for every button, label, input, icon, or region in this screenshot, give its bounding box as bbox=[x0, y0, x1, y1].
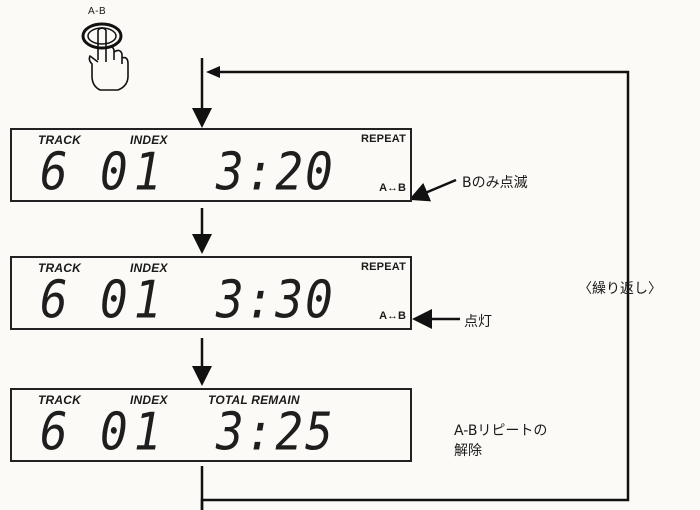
repeat-loop-label: 〈繰り返し〉 bbox=[578, 281, 662, 297]
note-ab-release-line2: 解除 bbox=[454, 443, 482, 459]
track-label: TRACK bbox=[38, 133, 81, 147]
pointer-arrow-blink bbox=[408, 178, 457, 202]
track-digits: 6 bbox=[40, 141, 70, 202]
index-label: INDEX bbox=[130, 393, 168, 407]
note-b-blinking: Bのみ点滅 bbox=[462, 175, 528, 191]
ab-button-press-icon bbox=[81, 22, 129, 91]
note-lit: 点灯 bbox=[464, 314, 492, 330]
time-digits: 3:30 bbox=[216, 269, 335, 330]
ab-indicator: A↔B bbox=[379, 182, 406, 194]
index-digits: 01 bbox=[100, 401, 168, 462]
repeat-loop-line bbox=[200, 70, 630, 510]
display-panel-1: TRACK INDEX REPEAT 6 01 3:20 A↔B bbox=[10, 128, 412, 202]
track-digits: 6 bbox=[40, 401, 70, 462]
ab-indicator: A↔B bbox=[379, 310, 406, 322]
time-digits: 3:25 bbox=[216, 401, 335, 462]
track-digits: 6 bbox=[40, 269, 70, 330]
display-panel-2: TRACK INDEX REPEAT 6 01 3:30 A↔B bbox=[10, 256, 412, 330]
track-label: TRACK bbox=[38, 261, 81, 275]
ab-button-label: A-B bbox=[88, 6, 107, 17]
total-remain-label: TOTAL REMAIN bbox=[208, 393, 300, 407]
index-digits: 01 bbox=[100, 269, 168, 330]
note-ab-release-line1: A-Bリピートの bbox=[454, 423, 548, 439]
repeat-label: REPEAT bbox=[360, 133, 406, 145]
time-digits: 3:20 bbox=[216, 141, 335, 202]
index-digits: 01 bbox=[100, 141, 168, 202]
repeat-label: REPEAT bbox=[360, 261, 406, 273]
display-panel-3: TRACK INDEX TOTAL REMAIN 6 01 3:25 bbox=[10, 388, 412, 462]
index-label: INDEX bbox=[130, 133, 168, 147]
track-label: TRACK bbox=[38, 393, 81, 407]
index-label: INDEX bbox=[130, 261, 168, 275]
repeat-loop-arrowhead bbox=[206, 66, 220, 78]
